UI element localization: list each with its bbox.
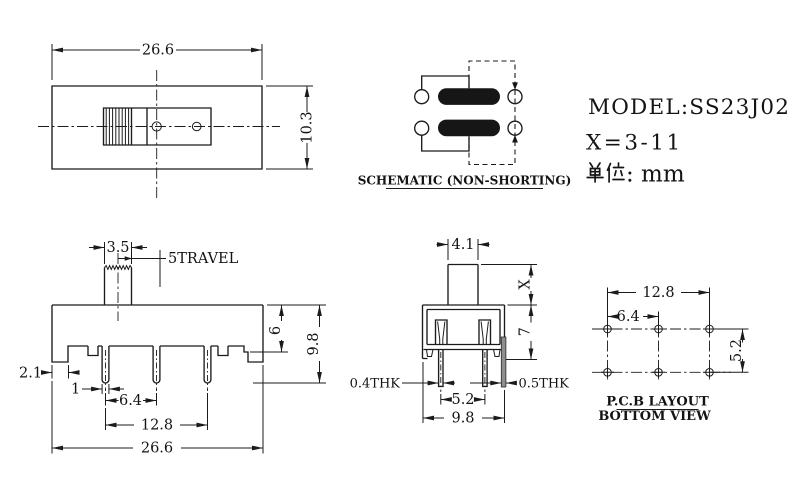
dim-pin-width: 1: [71, 382, 80, 398]
front-pin-3: [203, 346, 212, 384]
dim-body-height: 6: [268, 326, 284, 335]
side-knob: [447, 263, 479, 305]
x-range-label: X=3-11: [586, 131, 683, 156]
dim-pcb-rows: 5.2: [729, 339, 745, 362]
schematic: SCHEMATIC (NON-SHORTING): [358, 60, 572, 189]
pcb-title: P.C.B LAYOUT: [606, 395, 709, 410]
top-view-body: [51, 85, 263, 170]
schematic-caption: SCHEMATIC (NON-SHORTING): [358, 174, 572, 188]
front-knob: [103, 267, 133, 305]
dim-pin-thk: 0.4THK: [350, 377, 401, 392]
pcb-subtitle: BOTTOM VIEW: [598, 409, 711, 424]
dim-tab-thk: 0.5THK: [519, 377, 570, 392]
dim-step: 2.1: [19, 366, 42, 382]
dim-side-knob: 4.1: [451, 237, 474, 253]
front-pin-2: [152, 346, 161, 384]
dim-pin-gap: 5.2: [451, 392, 474, 408]
dim-knob-width: 3.5: [106, 240, 129, 256]
unit-label-cjk: [586, 162, 625, 183]
top-view: 26.6 10.3: [38, 43, 316, 198]
side-contact-right: [478, 319, 492, 345]
dim-pin-pitch: 6.4: [119, 393, 142, 409]
side-contact-left: [434, 319, 448, 345]
front-body-outline: [51, 304, 264, 363]
dim-knob-height-x: X: [518, 279, 534, 290]
arrow-down-icon: [512, 82, 518, 90]
terminal-bottom-left: [414, 120, 430, 136]
arrow-up-icon: [512, 135, 518, 143]
front-view: 5TRAVEL 3.5 2.1 1 6.4 12.8 26.6: [19, 240, 326, 457]
side-feet: [425, 349, 501, 357]
terminal-top-left: [414, 89, 430, 105]
dim-pcb-span: 12.8: [642, 285, 674, 301]
unit-label-suffix: : mm: [626, 162, 685, 188]
top-view-slider: [102, 107, 212, 146]
pcb-holes: [601, 322, 716, 379]
side-body: [421, 304, 506, 360]
dim-pcb-pitch: 6.4: [617, 309, 640, 325]
schematic-travel-dashed: [468, 60, 516, 166]
dim-travel: 5TRAVEL: [168, 251, 239, 267]
dim-side-body: 7: [518, 327, 534, 336]
dim-side-width: 9.8: [451, 410, 474, 426]
dim-pin-span: 12.8: [141, 417, 173, 433]
side-view: 4.1 X 7 0.4THK 0.5THK 5.2 9.8: [350, 237, 570, 426]
model-label: MODEL:SS23J02: [588, 95, 790, 120]
dim-top-height: 10.3: [300, 111, 316, 143]
front-pin-1: [101, 346, 110, 384]
side-tab: [500, 336, 507, 388]
schematic-wires: [421, 75, 470, 152]
dim-top-width: 26.6: [142, 43, 174, 59]
pcb-layout: 12.8 6.4 5.2 P.C.B LAYOUT BOTTOM VIEW: [592, 285, 749, 424]
contact-bar-bottom: [438, 119, 500, 137]
dim-front-width: 26.6: [141, 441, 173, 457]
title-block: MODEL:SS23J02 X=3-11 : mm: [586, 95, 790, 188]
dim-total-height: 9.8: [306, 332, 322, 355]
side-pins: [437, 349, 488, 388]
contact-bar-top: [438, 88, 500, 105]
